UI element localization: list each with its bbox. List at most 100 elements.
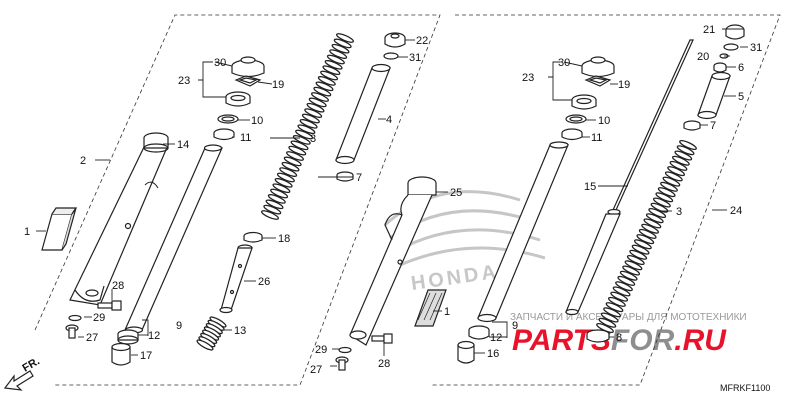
spring-coil — [297, 124, 316, 135]
part-11-left — [213, 128, 235, 141]
part-27-right-bolt — [335, 356, 349, 371]
part-4-collar — [335, 63, 391, 165]
spring-coil — [669, 160, 688, 171]
arrow-icon — [3, 370, 34, 391]
callout-labels: 1 2 3 4 7 9 10 11 12 13 14 17 18 19 22 2… — [24, 24, 762, 376]
callout-13: 13 — [234, 325, 246, 337]
spring-coil — [331, 43, 350, 54]
part-18 — [243, 231, 263, 243]
callout-12-left: 12 — [148, 330, 160, 342]
part-14-slider — [69, 132, 169, 306]
callout-28-left: 28 — [112, 280, 124, 292]
spring-coil — [655, 192, 674, 203]
frame-left-assembly — [34, 14, 441, 386]
callout-15: 15 — [584, 181, 596, 193]
callout-21: 21 — [703, 24, 715, 36]
spring-coil — [612, 286, 631, 297]
spring-coil — [676, 145, 695, 156]
spring-coil — [324, 59, 343, 70]
part-25-slider-right — [349, 176, 437, 346]
spring-coil — [263, 204, 282, 215]
part-3-right-spring — [596, 139, 697, 334]
callout-20: 20 — [697, 51, 709, 63]
callout-19-right: 19 — [618, 79, 630, 91]
part-seal-left — [225, 91, 251, 107]
callout-10-left: 10 — [251, 115, 263, 127]
part-26-damper-rod — [219, 244, 253, 314]
parts — [41, 24, 745, 371]
callout-23-right: 23 — [522, 72, 534, 84]
callout-10-right: 10 — [598, 115, 610, 127]
part-fork-pipe-right — [477, 141, 569, 323]
spring-coil — [299, 118, 318, 129]
callout-2: 2 — [80, 155, 86, 167]
spring-coil — [603, 307, 622, 318]
callout-19-left: 19 — [272, 79, 284, 91]
part-27-left-bolt — [65, 324, 79, 339]
spring-coil — [308, 97, 327, 108]
spring-coil — [320, 70, 339, 81]
callout-12-right: 12 — [490, 332, 502, 344]
spring-coil — [288, 145, 307, 156]
part-8 — [586, 329, 610, 343]
callout-3-left: 3 — [310, 133, 316, 145]
part-12-left — [117, 329, 139, 345]
spring-coil — [660, 181, 678, 192]
spring-coil — [281, 161, 300, 172]
spring-coil — [196, 339, 214, 351]
part-3-left-spring — [261, 33, 354, 220]
spring-coil — [664, 171, 683, 182]
part-seal-right — [571, 94, 597, 110]
watermark: HONDA ЗАПЧАСТИ И АКСЕССУАРЫ ДЛЯ МОТОТЕХН… — [383, 190, 747, 357]
callout-1-right: 1 — [444, 306, 450, 318]
callout-23-left: 23 — [178, 75, 190, 87]
callout-6: 6 — [738, 62, 744, 74]
callout-17: 17 — [140, 350, 152, 362]
part-10-right — [565, 114, 587, 124]
part-6 — [713, 62, 727, 73]
spring-coil — [306, 102, 325, 113]
spring-coil — [674, 150, 693, 161]
leader-lines — [36, 28, 748, 367]
part-12-right — [468, 325, 490, 340]
spring-coil — [619, 270, 638, 281]
callout-28-right: 28 — [378, 358, 390, 370]
frame-right-assembly — [430, 14, 781, 386]
callout-31-left: 31 — [409, 52, 421, 64]
spring-coil — [607, 296, 626, 307]
spring-coil — [662, 176, 681, 187]
callout-29-left: 29 — [93, 312, 105, 324]
spring-coil — [276, 172, 295, 183]
spring-coil — [629, 249, 648, 260]
spring-coil — [326, 54, 345, 65]
spring-coil — [600, 312, 619, 323]
callout-30-right: 30 — [558, 57, 570, 69]
spring-coil — [626, 254, 645, 266]
part-7-left — [336, 171, 354, 182]
spring-coil — [317, 76, 336, 86]
spring-coil — [615, 281, 633, 292]
spring-coil — [624, 260, 643, 271]
spring-coil — [638, 228, 657, 239]
part-5-collar — [697, 71, 731, 120]
spring-coil — [270, 188, 289, 199]
front-direction-arrow: FR. — [3, 355, 42, 391]
part-15-cartridge — [565, 39, 694, 316]
part-31-right — [723, 43, 739, 51]
callout-16: 16 — [487, 348, 499, 360]
part-7-right — [683, 120, 701, 131]
spring-coil — [636, 234, 655, 245]
spring-coil — [633, 239, 652, 250]
part-28-left-bolt — [97, 300, 122, 311]
part-30-right — [581, 56, 615, 78]
callout-24: 24 — [730, 205, 742, 217]
spring-coil — [279, 167, 298, 177]
diagram-code: MFRKF1100 — [720, 383, 770, 393]
callout-9-left: 9 — [176, 320, 182, 332]
part-1-left — [41, 207, 78, 251]
spring-coil — [631, 244, 650, 255]
part-16 — [457, 340, 475, 364]
callout-31-right: 31 — [750, 42, 762, 54]
group-frames — [34, 14, 781, 386]
